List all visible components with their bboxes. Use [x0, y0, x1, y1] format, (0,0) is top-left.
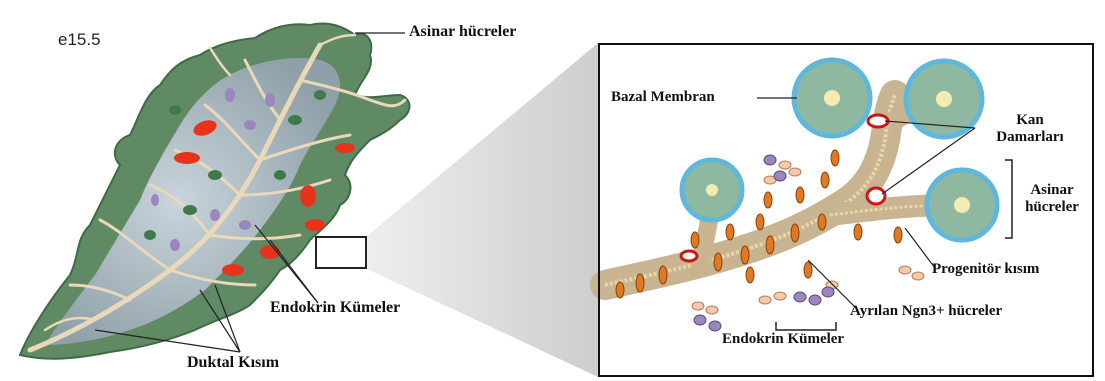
ngn3-cells-label: Ayrılan Ngn3+ hücreler	[850, 303, 1002, 320]
ductal-label: Duktal Kısım	[187, 354, 279, 372]
acinar-cells-label-right: Asinar hücreler	[1016, 182, 1088, 217]
zoom-region-box	[315, 236, 367, 269]
progenitor-label: Progenitör kısım	[932, 261, 1039, 278]
basal-membrane-label: Bazal Membran	[611, 89, 715, 106]
endocrine-clusters-label-left: Endokrin Kümeler	[270, 299, 400, 317]
blood-vessels-label: Kan Damarları	[990, 112, 1070, 147]
acinar-cells-label-line2: hücreler	[1016, 199, 1088, 216]
acinar-cells-label-left: Asinar hücreler	[409, 23, 516, 41]
stage-label: e15.5	[58, 30, 101, 50]
endocrine-clusters-label-right: Endokrin Kümeler	[722, 331, 844, 348]
acinar-cells-label-line1: Asinar	[1016, 182, 1088, 199]
zoom-cone	[367, 43, 598, 377]
blood-vessels-label-line2: Damarları	[990, 129, 1070, 146]
blood-vessels-label-line1: Kan	[990, 112, 1070, 129]
